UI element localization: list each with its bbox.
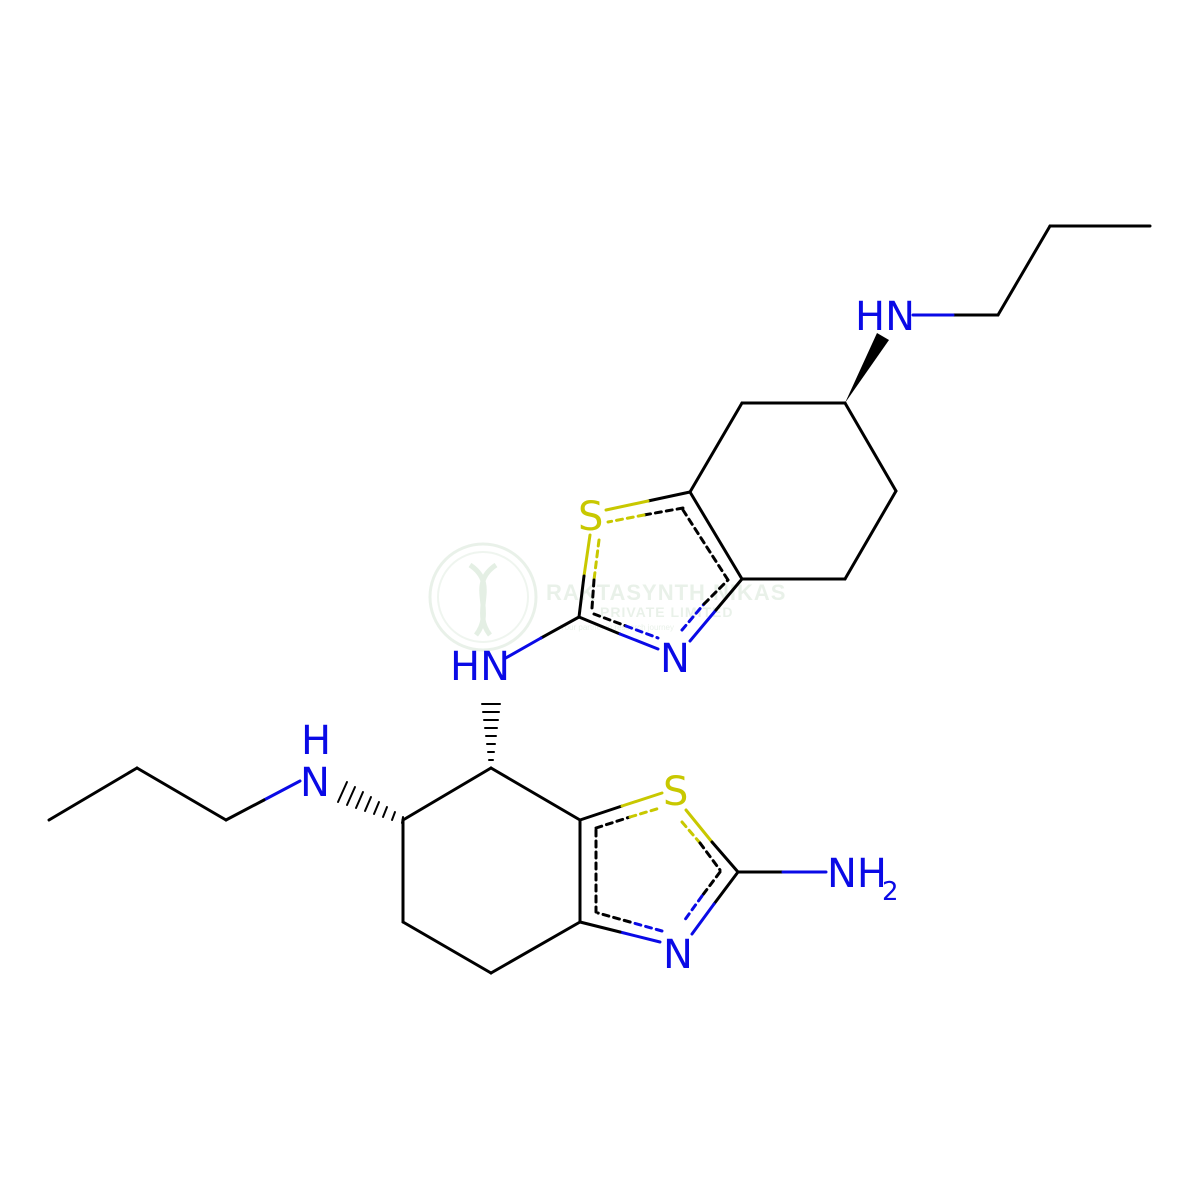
bond-ring-bot-4 [489, 920, 582, 975]
bond-thiazole-bot-n-c2 [578, 920, 622, 934]
atom-labels: HN S N HN H N S N NH 2 [300, 294, 915, 978]
bond-thiazole-bot-s-c2 [684, 808, 714, 844]
bond-ring-bot-6 [489, 766, 582, 822]
bond-ring-top-4 [843, 489, 898, 581]
watermark-company-line1: RAKTASYNTH NIKAS [546, 580, 786, 605]
watermark-tagline: Your partner in research journey [560, 623, 674, 632]
aromatic-dash-top-5 [681, 508, 730, 582]
atom-hn-top: HN [855, 294, 915, 340]
atom-nh2-subscript: 2 [882, 877, 899, 907]
aromatic-dash-top-2b [590, 578, 596, 610]
bond-propyl-left-3 [135, 766, 228, 822]
aromatic-dash-bot-4 [700, 870, 722, 898]
bond-thiazole-top-s-c-color [604, 499, 650, 512]
atom-n-bottom: N [663, 932, 693, 978]
bond-thiazole-bot-c-s-color [620, 791, 664, 808]
hash-bond-nh-left [337, 781, 404, 824]
hash-bond-hn-mid [481, 703, 501, 769]
bond-c2-hn-mid-color [502, 636, 543, 661]
aromatic-dash-top-3 [592, 612, 628, 628]
bond-thiazole-top-s-c2 [582, 533, 592, 578]
bond-ring-top-2 [688, 401, 744, 494]
bond-thiazole-bot-c-s [578, 804, 624, 822]
bond-thiazole-bot-c2-n [712, 870, 740, 906]
atom-n-left: N [300, 760, 330, 806]
bond-thiazole-bot-n-c [618, 930, 662, 944]
atom-h-left: H [301, 718, 331, 764]
bond-thiazole-bot-s-c2b [710, 840, 740, 874]
aromatic-dash-top-2 [592, 538, 601, 582]
bond-c2-hn-mid [539, 615, 581, 640]
aromatic-dash-bot-2c [628, 806, 662, 819]
bond-propyl-top-2 [996, 224, 1052, 317]
aromatic-dash-bot-2 [594, 815, 632, 830]
aromatic-dash-bot-5 [628, 920, 664, 933]
bond-propyl-left-1 [262, 779, 302, 802]
bond-thiazole-bot-c2-n-color [690, 902, 716, 936]
bond-ring-bot-3 [401, 920, 493, 975]
aromatic-dash-top-4 [680, 602, 706, 632]
aromatic-dash-bot-4c [682, 894, 704, 923]
bonds [47, 224, 1152, 975]
aromatic-dash-top-3c [624, 624, 660, 640]
bond-thiazole-top-c2-n [577, 615, 622, 636]
bond-propyl-left-2 [224, 798, 266, 822]
aromatic-dash-bot-3 [680, 820, 702, 845]
bond-thiazole-top-s-c [646, 490, 692, 503]
aromatic-dash-bot-5b [596, 911, 632, 924]
bond-ring-bot-1 [401, 766, 493, 822]
bond-thiazole-top-n-c [688, 608, 718, 643]
aromatic-dash-top-1c [606, 513, 646, 524]
bond-propyl-left-4 [47, 766, 139, 822]
aromatic-dash-bot-3b [698, 841, 722, 872]
bond-ring-top-6 [688, 490, 744, 581]
bond-thiazole-top-c2-c [577, 574, 586, 619]
watermark-logo: RAKTASYNTH NIKAS PRIVATE LIMITED Your pa… [428, 542, 786, 652]
atom-hn-mid: HN [450, 644, 510, 690]
aromatic-dash-top-1 [642, 506, 685, 517]
watermark-circle-inner [437, 551, 529, 643]
atom-s-bottom: S [663, 769, 688, 815]
bond-thiazole-top-n-c2 [714, 577, 744, 612]
watermark-helix-icon [468, 562, 498, 637]
watermark-circle-outer [428, 542, 538, 652]
atom-n-top: N [660, 636, 690, 682]
atom-nh2: NH [827, 851, 887, 897]
bond-ring-top-3 [843, 401, 898, 493]
wedge-bond-top [845, 333, 889, 403]
bond-thiazole-top-c2-n-color [618, 632, 660, 651]
aromatic-dash-top-4b [702, 578, 730, 606]
atom-s-top: S [578, 494, 603, 540]
